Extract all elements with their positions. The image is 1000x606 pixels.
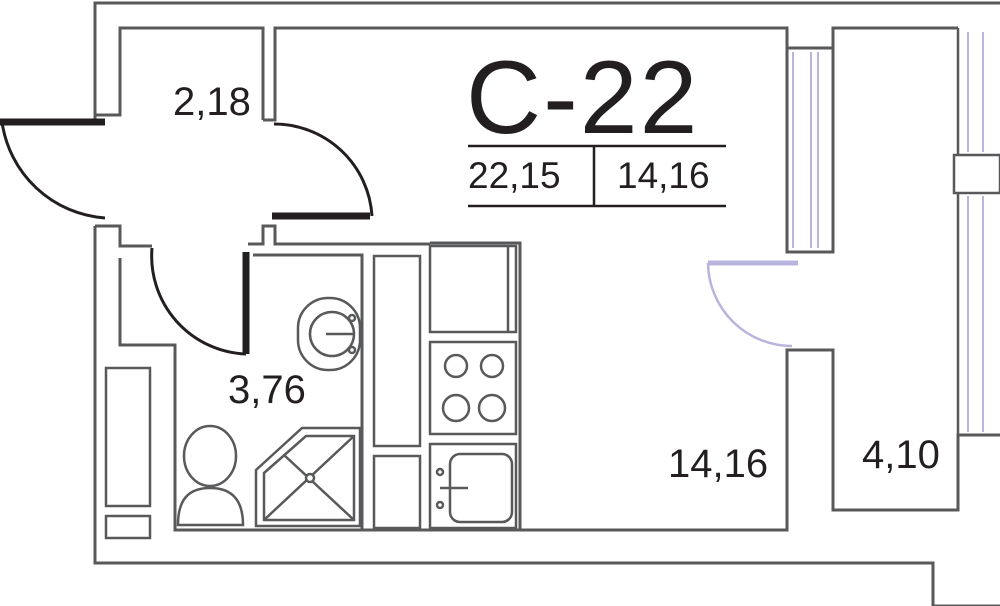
balcony-area-label: 4,10 xyxy=(862,433,940,477)
bathroom-door xyxy=(150,247,250,356)
living-room-area-label: 14,16 xyxy=(668,442,769,486)
exterior-walls xyxy=(93,1,1000,606)
entrance-door xyxy=(0,118,106,220)
living-area: 14,16 xyxy=(617,155,710,196)
windows xyxy=(792,32,984,432)
total-area: 22,15 xyxy=(468,155,561,196)
interior-walls xyxy=(95,26,1000,532)
balcony-door xyxy=(706,260,798,348)
hall-area-label: 2,18 xyxy=(173,80,251,124)
kitchen-unit xyxy=(372,244,518,530)
bathroom-fixtures xyxy=(104,296,362,540)
unit-code: С-22 xyxy=(466,40,700,156)
hall-door xyxy=(272,122,374,220)
title-block xyxy=(468,144,726,208)
bathroom-area-label: 3,76 xyxy=(228,368,306,412)
